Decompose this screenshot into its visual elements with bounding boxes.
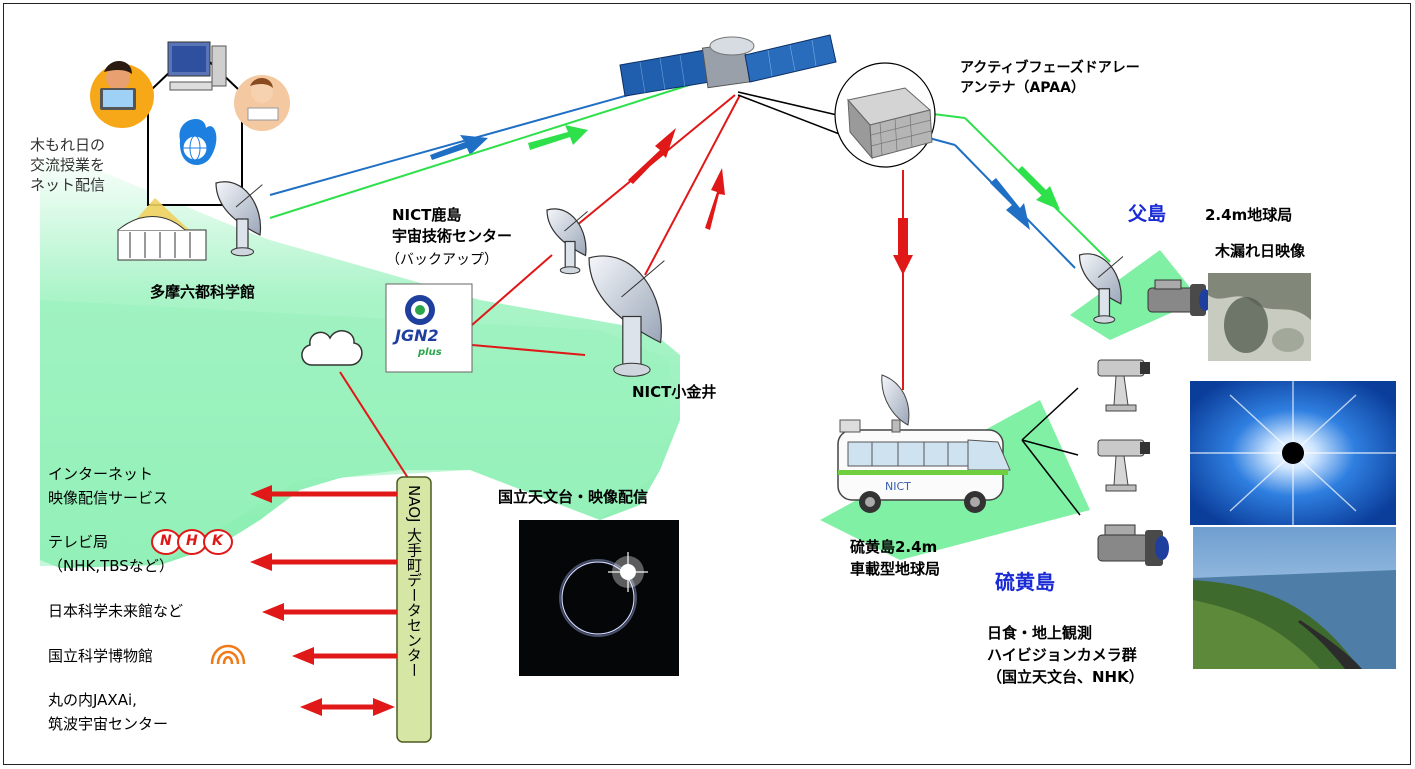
kashima-dish-antenna-icon [546,208,588,275]
child-drawing-icon [234,75,290,131]
green-arrow-chichi [1018,166,1060,210]
jgn2-logo-subtext: plus [418,347,442,358]
destination-arrow [300,698,395,716]
red-arrow-kashima [628,128,676,184]
chichijima-station-label: 2.4m地球局 [1205,206,1293,224]
surveillance-camera-icon [1097,359,1150,412]
komorebi-photo [1208,273,1311,361]
diagram-frame [3,3,1411,765]
video-camera-icon [1097,524,1169,566]
apaa-callout-line-2 [737,94,843,136]
green-arrow-tama [528,125,588,150]
apaa-antenna-icon [847,87,933,160]
koganei-dish-antenna-icon [588,255,665,377]
tama-museum-building-icon [117,198,207,261]
destination-arrow [262,603,397,621]
red-link-jgn-koganei [471,344,586,356]
museum-logo-icon [210,644,246,665]
apaa-label: アクティブフェーズドアレー アンテナ（APAA） [960,60,1140,96]
satellite-icon [619,34,837,97]
student-laptop-icon [90,60,154,128]
apaa-callout-line-1 [737,91,851,119]
red-link-koganei [644,94,741,276]
koganei-label: NICT小金井 [632,383,717,401]
komorebi-label: 木漏れ日映像 [1215,242,1306,260]
iwojima-station-label: 硫黄島2.4m 車載型地球局 [850,538,941,578]
cloud-icon [301,330,363,366]
destination-arrow [250,485,397,503]
destination-arrow [292,647,397,665]
surveillance-camera-icon [1097,439,1150,492]
school-broadcast-note: 木もれ日の 交流授業を ネット配信 [30,136,106,194]
backup-label: （バックアップ） [386,252,498,268]
jgn2-logo-text: JGN2 [395,326,439,345]
chichijima-label: 父島 [1128,203,1167,225]
red-arrow-iwojima [893,218,913,275]
tama-museum-label: 多摩六都科学館 [150,283,256,301]
destination-jaxa: 丸の内JAXAi, 筑波宇宙センター [48,691,169,733]
destination-kahaku: 国立科学博物館 [48,647,154,665]
internet-globe-icon [179,118,217,165]
destination-arrow [250,553,397,571]
blue-arrow-chichi [990,178,1030,230]
blue-arrow-tama [430,135,488,160]
iwojima-label: 硫黄島 [995,570,1055,594]
naoj-datacenter-label: NAOJ 大手町データセンター [405,485,423,678]
naoj-eclipse-photo [519,520,679,676]
eclipse-sky-photo [1190,381,1396,525]
iwojima-landscape-photo [1193,527,1396,669]
jgn2-logo-icon [405,295,435,325]
green-link-tama [269,79,706,219]
camera-line-2 [1021,439,1079,456]
red-arrow-koganei [705,168,725,230]
nhk-letter-k: K [212,533,223,549]
cameras-label: 日食・地上観測 ハイビジョンカメラ群 （国立天文台、NHK） [987,624,1144,686]
chichijima-video-camera-icon [1147,279,1211,316]
camera-line-3 [1021,439,1081,516]
chichijima-dish-antenna-icon [1078,253,1124,324]
destination-miraikan: 日本科学未来館など [48,602,184,620]
van-text: NICT [885,480,911,493]
tama-dish-antenna-icon [215,181,263,257]
computer-icon [167,41,227,91]
red-link-jgn-kashima [471,254,553,326]
nhk-letter-h: H [186,533,198,549]
relay-van-icon [837,374,1011,513]
coverage-bright-band [40,300,670,566]
destination-internet: インターネット 映像配信サービス [48,465,169,507]
naoj-stream-label: 国立天文台・映像配信 [498,488,649,506]
nhk-logo [151,529,233,555]
camera-line-1 [1021,387,1079,441]
red-link-cloud-dc [339,371,409,479]
kashima-label: NICT鹿島 宇宙技術センター [392,206,513,245]
destination-tv: テレビ局 （NHK,TBSなど） [48,533,174,575]
nhk-letter-n: N [160,533,172,549]
